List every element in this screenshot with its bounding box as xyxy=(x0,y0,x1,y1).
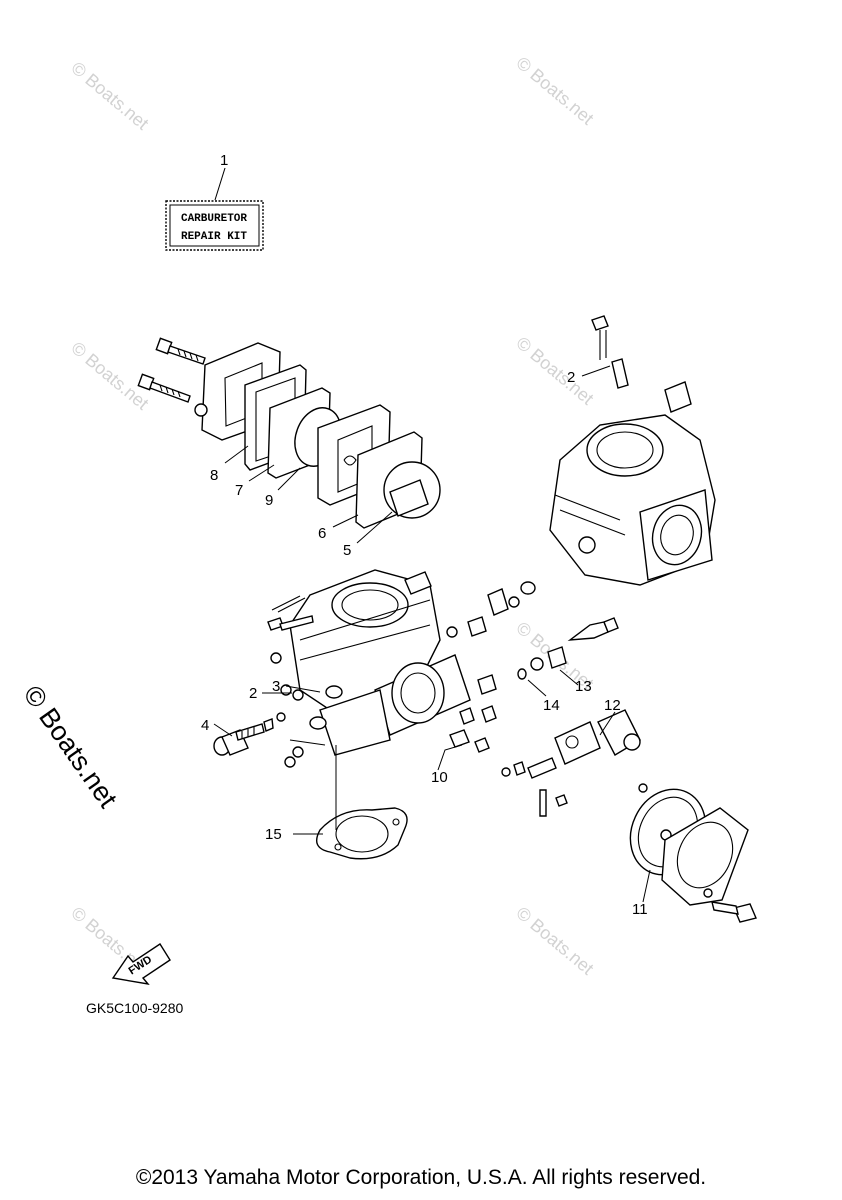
callout-12: 12 xyxy=(604,697,621,714)
callout-4: 4 xyxy=(201,717,209,734)
adjuster-screw xyxy=(213,712,286,756)
leader-line xyxy=(214,167,226,201)
mounting-bolt xyxy=(155,337,206,365)
callout-11: 11 xyxy=(632,901,648,918)
callout-2: 2 xyxy=(567,369,575,386)
watermark: © Boats.net xyxy=(67,338,152,414)
leader-lines xyxy=(213,365,651,903)
callout-5: 5 xyxy=(343,542,351,559)
callout-7: 7 xyxy=(235,482,243,499)
forward-arrow: FWD xyxy=(111,943,171,986)
diaphragm-assembly xyxy=(629,788,757,923)
callout-9: 9 xyxy=(265,492,273,509)
callout-15: 15 xyxy=(265,826,282,843)
callout-2-lower: 2 xyxy=(249,685,257,702)
assembled-carburetor xyxy=(549,315,716,586)
manifold-gasket xyxy=(316,745,408,860)
watermark: © Boats.net xyxy=(67,58,152,134)
watermark: © Boats.net xyxy=(512,333,597,409)
kit-label-line1: CARBURETOR xyxy=(181,213,247,225)
callout-8: 8 xyxy=(210,467,218,484)
carburetor-body xyxy=(267,569,471,768)
upper-gasket-stack xyxy=(137,337,441,529)
copyright-notice: ©2013 Yamaha Motor Corporation, U.S.A. A… xyxy=(135,1166,707,1189)
kit-box-inner xyxy=(169,204,260,247)
callout-6: 6 xyxy=(318,525,326,542)
kit-label-line2: REPAIR KIT xyxy=(181,231,247,243)
callout-13: 13 xyxy=(575,678,592,695)
callout-10: 10 xyxy=(431,769,448,786)
callout-14: 14 xyxy=(543,697,560,714)
watermark: © Boats.net xyxy=(512,903,597,979)
watermark: © Boats.net xyxy=(512,53,597,129)
callout-1: 1 xyxy=(220,152,228,169)
repair-kit-label: CARBURETOR REPAIR KIT xyxy=(165,167,264,251)
mounting-bolt xyxy=(137,373,191,403)
diagram-code: GK5C100-9280 xyxy=(86,1000,184,1016)
callout-3: 3 xyxy=(272,678,280,695)
callout-numbers: 1 2 8 7 9 6 5 3 2 4 10 14 13 12 11 15 xyxy=(201,152,648,918)
right-small-parts xyxy=(446,581,648,817)
